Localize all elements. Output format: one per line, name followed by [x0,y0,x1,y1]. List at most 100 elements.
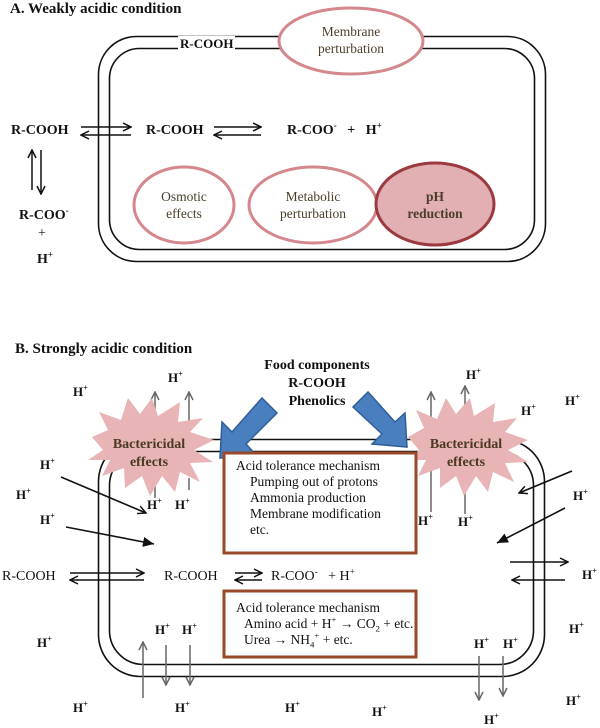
food-line-2: R-COOH [288,376,346,391]
proton-charge: + [50,510,55,521]
food-components-label: Food components R-COOH Phenolics [262,357,372,411]
proton-label: H+ [155,621,170,638]
effect-osmotic: Osmotic effects [134,188,234,222]
proton-charge: + [376,120,382,131]
proton-symbol: H [175,700,186,715]
effect-membrane-perturbation: Membrane perturbation [303,23,399,57]
outside-rcooh-a: R-COOH [11,123,69,138]
proton-label: H+ [16,486,31,503]
inside-rcooh-b: R-COOH [164,569,218,584]
proton-label: H+ [182,621,197,638]
inside-rcooh-a: R-COOH [146,123,204,138]
proton-label: H [37,252,48,267]
proton-label: H [365,123,377,138]
dissociation-products-b: R-COO- + H+ [271,566,355,585]
acid-tolerance-box-2 [222,589,418,659]
proton-charge: + [428,511,433,522]
proton-charge: + [484,634,489,645]
proton-charge: + [579,619,584,630]
effect-ph-reduction: pH reduction [385,188,485,222]
effect-label-line2: effects [166,206,202,221]
proton-charge: + [592,565,597,576]
proton-charge: + [83,698,88,709]
proton-symbol: H [503,636,514,651]
acid-tolerance-box-2-text: Acid tolerance mechanism Amino acid + H+… [236,600,414,650]
effect-metabolic: Metabolic perturbation [253,188,373,222]
proton-label: H+ [285,699,300,716]
proton-symbol: H [569,621,580,636]
food-line-3: Phenolics [288,394,346,409]
box2-line2-a: Urea → NH [244,632,310,647]
box2-title: Acid tolerance mechanism [236,600,380,615]
proton-label: H+ [474,634,489,652]
bactericidal-line2: effects [446,455,486,470]
proton-influx-arrow-right-1 [519,470,573,493]
proton-symbol: H [418,513,429,528]
proton-charge: + [178,368,183,379]
box2-line1-rest: + etc. [379,616,414,631]
proton-symbol: H [285,700,296,715]
proton-charge: + [583,486,588,497]
proton-charge: + [531,401,536,412]
proton-label: H+ [484,711,499,728]
proton-symbol: H [37,635,48,650]
bactericidal-label-left: Bactericidal effects [103,436,195,472]
effect-label-line1: Membrane [321,24,381,39]
box2-line1-sub: 2 [375,623,380,634]
proton-charge: + [349,566,355,577]
oval-ph-reduction [374,161,496,247]
proton-label: H+ [521,401,536,419]
proton-symbol: H [175,497,186,512]
box2-line2: Urea → NH4+ + etc. [236,630,413,650]
proton-charge: + [185,698,190,709]
effect-label-line1: Metabolic [285,189,341,204]
bactericidal-line1: Bactericidal [112,437,186,452]
proton-influx-arrow-right-2 [496,507,566,544]
plus-sign: + [328,569,336,584]
blue-arrow-right [351,390,408,448]
cell-b-outer-membrane [97,438,546,678]
box2-line2-rest: + etc. [319,632,353,647]
box1-item: Membrane modification [250,506,381,521]
proton-symbol: H [484,712,495,727]
box1-item: etc. [250,522,270,537]
bactericidal-line2: effects [129,455,169,470]
anion-label: R-COO [19,208,66,223]
box2-line1-arrow: → CO [336,616,376,631]
box2-line2-sup: + [314,630,320,641]
panel-a-title: A. Weakly acidic condition [10,1,182,17]
box1-item: Ammonia production [250,490,366,505]
proton-label: H+ [168,368,183,386]
proton-symbol: H [372,704,383,719]
plus-sign: + [347,123,356,138]
proton-charge: + [382,702,387,713]
box2-line2-sub: 4 [309,639,315,650]
proton-label: H+ [458,512,473,530]
outside-anion-a: R-COO- [19,205,69,224]
proton-charge: + [47,633,52,644]
proton-symbol: H [182,622,193,637]
proton-label: H+ [573,486,588,504]
box2-line1-a: Amino acid + H [244,616,332,631]
proton-label: H+ [73,698,88,716]
effect-label-line2: reduction [407,206,463,221]
proton-label: H+ [503,635,518,652]
proton-charge: + [468,512,473,523]
anion-label: R-COO [271,569,315,584]
proton-influx-arrow-left-2 [65,526,155,547]
outside-proton-a: H+ [37,250,53,268]
proton-label: H+ [418,511,433,529]
anion-charge: - [65,205,69,216]
acid-tolerance-box-1-text: Acid tolerance mechanism Pumping out of … [236,458,381,538]
effect-label-line2: perturbation [280,206,346,221]
proton-charge: + [185,495,190,506]
proton-label: H+ [569,619,584,637]
proton-label: H+ [175,698,190,716]
dissociation-products-a: R-COO- + H+ [287,120,382,139]
proton-symbol: H [521,403,532,418]
proton-symbol: H [73,384,84,399]
proton-charge: + [476,365,481,376]
proton-symbol: H [73,700,84,715]
box1-title: Acid tolerance mechanism [236,458,380,473]
